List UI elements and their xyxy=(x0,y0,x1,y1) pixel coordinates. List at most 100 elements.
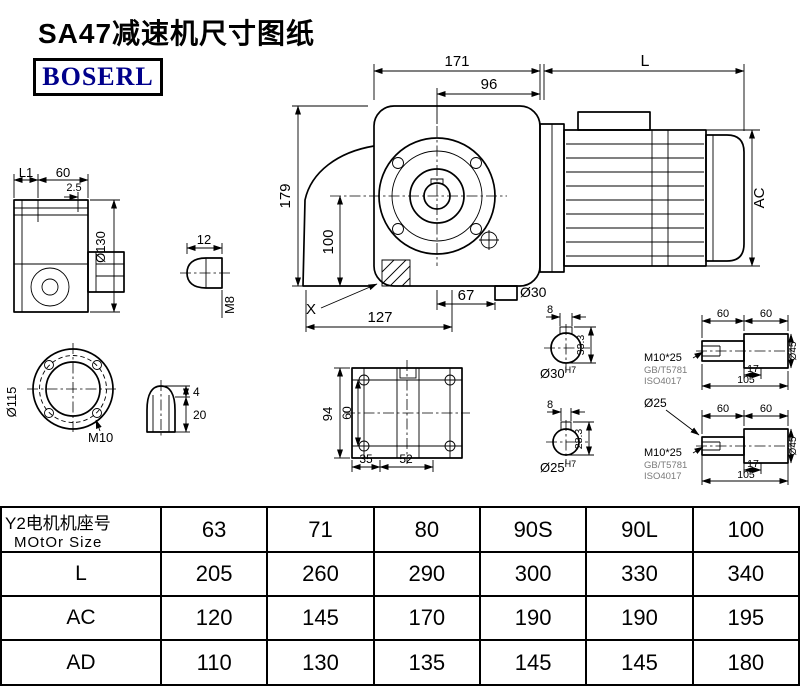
table-cell: 130 xyxy=(266,639,375,686)
table-cell: 90L xyxy=(585,506,694,553)
flange-view-outline xyxy=(27,343,119,435)
thread-label-M8: M8 xyxy=(222,296,237,314)
table-cell: 63 xyxy=(159,506,269,553)
dim-label-20: 20 xyxy=(193,408,207,422)
detail-m8-outline xyxy=(180,257,230,289)
dim-label-17: 17 xyxy=(747,458,759,470)
table-row-L: L 205 260 290 300 330 340 xyxy=(0,551,800,597)
bore-value: Ø30 xyxy=(540,366,565,381)
shaft-detail-30: 8 33.3 Ø30H7 60 60 M10*25 GB/T5781 ISO40… xyxy=(540,304,799,390)
table-cell: 110 xyxy=(159,639,269,686)
detail-m10-outline xyxy=(146,380,176,438)
dim-label-L: L xyxy=(641,53,650,70)
row-label-L: L xyxy=(0,551,162,597)
bore-value: Ø25 xyxy=(540,460,565,475)
table-cell: 190 xyxy=(478,595,588,641)
table-cell: 80 xyxy=(372,506,481,553)
dim-label-52: 52 xyxy=(399,452,413,466)
table-cell: 290 xyxy=(372,551,481,597)
dim-label-60a: 60 xyxy=(717,308,729,320)
dim-label-60b: 60 xyxy=(760,403,772,415)
bore-tolerance: H7 xyxy=(565,459,577,469)
shaft-dia-label-o25: Ø25 xyxy=(644,396,667,410)
standard-iso-label: ISO4017 xyxy=(644,376,682,387)
dim-label-o130: Ø130 xyxy=(93,231,108,263)
motor-outline xyxy=(539,111,745,273)
row-label-AC: AC xyxy=(0,595,162,641)
dim-label-67: 67 xyxy=(458,287,475,304)
dim-label-60b: 60 xyxy=(760,308,772,320)
thread-spec-label: M10*25 xyxy=(644,447,682,459)
dim-label-o115: Ø115 xyxy=(4,387,19,418)
bottom-view: 94 60 35 52 xyxy=(320,360,470,472)
dim-label-4: 4 xyxy=(193,385,200,399)
shaft25-dimension-lines xyxy=(547,408,794,485)
side-view-outline xyxy=(13,199,125,313)
dim-label-shaft-o30: Ø30 xyxy=(520,284,547,300)
dim-label-12: 12 xyxy=(197,232,211,247)
bottom-view-dimension-lines xyxy=(334,367,434,472)
brand-logo-text: BOSERL xyxy=(42,62,154,91)
dim-label-105: 105 xyxy=(737,469,755,481)
dim-label-28-3: 28.3 xyxy=(573,429,585,450)
dim-label-100: 100 xyxy=(320,229,337,254)
table-cell: 100 xyxy=(691,506,800,553)
motor-size-header-cell: Y2电机机座号 MOtOr Size xyxy=(0,506,162,553)
shaft25-side-section xyxy=(696,428,794,464)
table-cell: 145 xyxy=(478,639,588,686)
dim-label-17: 17 xyxy=(747,363,759,375)
dim-label-60: 60 xyxy=(56,165,70,180)
flange-view: Ø115 M10 xyxy=(4,343,119,445)
table-cell: 145 xyxy=(266,595,375,641)
motor-size-header-cn: Y2电机机座号 xyxy=(5,513,111,533)
standard-gb-label: GB/T5781 xyxy=(644,365,687,376)
flange-m10-leader xyxy=(95,419,102,432)
table-cell: 71 xyxy=(266,506,375,553)
table-cell: 260 xyxy=(266,551,375,597)
row-label-AD: AD xyxy=(0,639,162,686)
dim-label-2-5: 2.5 xyxy=(66,182,81,194)
bottom-view-outline xyxy=(344,360,470,464)
thread-spec-label: M10*25 xyxy=(644,352,682,364)
gearbox-housing-outline xyxy=(302,105,541,301)
bore-label-o25h7: Ø25H7 xyxy=(540,459,576,475)
standard-iso-label: ISO4017 xyxy=(644,471,682,482)
dim-label-105: 105 xyxy=(737,374,755,386)
bore-tolerance: H7 xyxy=(565,365,577,375)
side-view-dimension-lines xyxy=(13,174,120,313)
dim-label-keyway-8: 8 xyxy=(547,304,553,316)
dim-label-33-3: 33.3 xyxy=(575,335,587,356)
front-view-dimension-lines xyxy=(292,64,760,332)
shaft30-dimension-lines xyxy=(546,313,794,390)
dim-label-60a: 60 xyxy=(717,403,729,415)
table-cell: 195 xyxy=(691,595,800,641)
table-cell: 340 xyxy=(691,551,800,597)
table-cell: 180 xyxy=(691,639,800,686)
dim-label-o45: Ø45 xyxy=(788,341,799,360)
table-cell: 170 xyxy=(372,595,481,641)
table-cell: 205 xyxy=(159,551,269,597)
thread-label-M10: M10 xyxy=(88,430,113,445)
dim-label-60: 60 xyxy=(340,406,354,420)
dim-label-171: 171 xyxy=(444,53,469,70)
shaft25-bore-section xyxy=(546,420,588,464)
page-title: SA47减速机尺寸图纸 xyxy=(38,18,316,49)
shaft-detail-25: Ø25 8 28.3 Ø25H7 60 60 M10*25 GB/T5781 I… xyxy=(540,396,799,485)
table-row-AC: AC 120 145 170 190 190 195 xyxy=(0,595,800,641)
dim-label-o45: Ø45 xyxy=(788,436,799,455)
front-view: 171 L 96 179 100 AC Ø30 67 X 127 xyxy=(277,53,768,332)
dim-label-96: 96 xyxy=(481,76,498,93)
detail-m8-dimension-lines xyxy=(186,243,223,318)
side-view: L1 60 2.5 Ø130 xyxy=(13,165,125,313)
table-cell: 120 xyxy=(159,595,269,641)
view-marker-X: X xyxy=(306,301,316,318)
bore-label-o30h7: Ø30H7 xyxy=(540,365,576,381)
shaft30-bore-section xyxy=(544,324,590,372)
dim-label-keyway-8: 8 xyxy=(547,399,553,411)
dim-label-94: 94 xyxy=(320,407,335,421)
table-cell: 330 xyxy=(585,551,694,597)
dim-label-35: 35 xyxy=(359,452,373,466)
table-row-motor-size: Y2电机机座号 MOtOr Size 63 71 80 90S 90L 100 xyxy=(0,506,800,553)
table-cell: 300 xyxy=(478,551,588,597)
shaft30-side-section xyxy=(696,333,794,369)
